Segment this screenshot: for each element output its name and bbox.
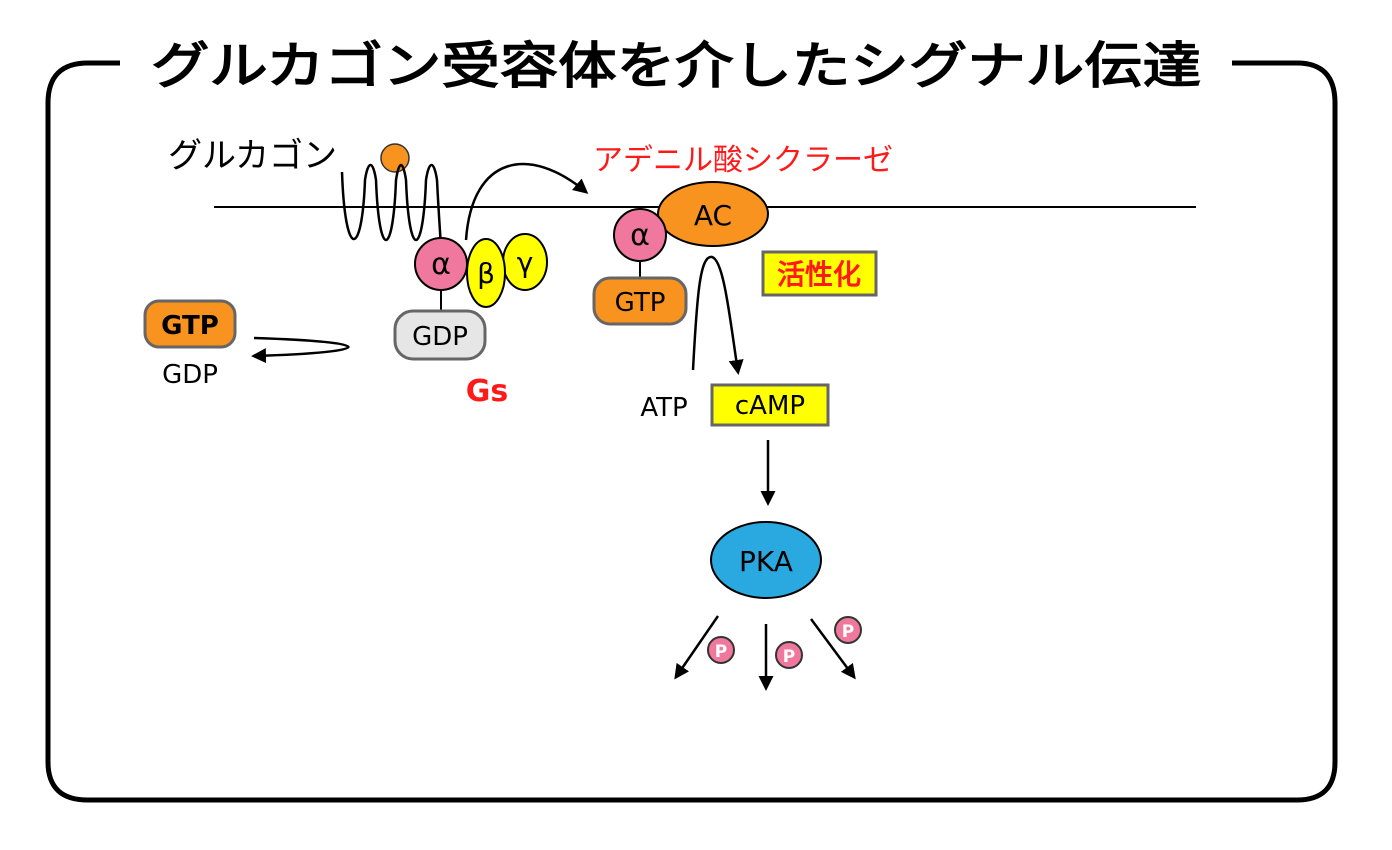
gamma-label: γ: [517, 246, 534, 279]
gdp-box: [393, 309, 487, 361]
outer-frame: [45, 60, 1338, 803]
glucagon-label: グルカゴン: [168, 136, 337, 176]
activation-label: 活性化: [777, 258, 861, 291]
svg-text:P: P: [783, 647, 795, 667]
alpha-label-active: α: [630, 218, 650, 253]
gdp-label: GDP: [412, 322, 468, 352]
gtp-exchange-label: GTP: [161, 311, 219, 341]
atp-to-camp-arrow: [691, 255, 744, 375]
gtp-exchange-box: [143, 299, 237, 349]
gdp-exchange-label: GDP: [162, 360, 218, 390]
gs-label: Gs: [466, 374, 508, 409]
phospho-arrow-right: [809, 618, 856, 680]
receptor-serpentine: [340, 163, 443, 263]
phosphate-badge: P: [834, 616, 862, 644]
gtp-on-alpha-label: GTP: [615, 288, 666, 318]
alpha-subunit-gs: [414, 237, 468, 291]
phosphate-badge: P: [707, 636, 735, 664]
diagram-title: グルカゴン受容体を介したシグナル伝達: [151, 37, 1201, 95]
activation-box: [761, 250, 878, 297]
adenylyl-cyclase-label: アデニル酸シクラーゼ: [593, 143, 893, 178]
phosphate-badge: P: [775, 641, 803, 669]
beta-label: β: [477, 257, 495, 290]
camp-label: cAMP: [735, 391, 805, 421]
pka-label: PKA: [739, 545, 793, 578]
svg-text:P: P: [842, 622, 854, 642]
beta-subunit: [466, 238, 506, 308]
ac-enzyme: [657, 181, 769, 247]
pka-enzyme: [710, 521, 822, 599]
gtp-on-alpha-box: [592, 276, 688, 326]
svg-text:P: P: [715, 642, 727, 662]
atp-label: ATP: [640, 393, 687, 423]
camp-box: [710, 383, 830, 427]
ac-label: AC: [694, 199, 732, 232]
exchange-arrow: [251, 336, 350, 364]
alpha-label-gs: α: [431, 247, 451, 282]
arrow-to-ac: [464, 162, 589, 241]
phospho-arrow-left: [674, 615, 720, 680]
glucagon-ball: [380, 143, 410, 173]
